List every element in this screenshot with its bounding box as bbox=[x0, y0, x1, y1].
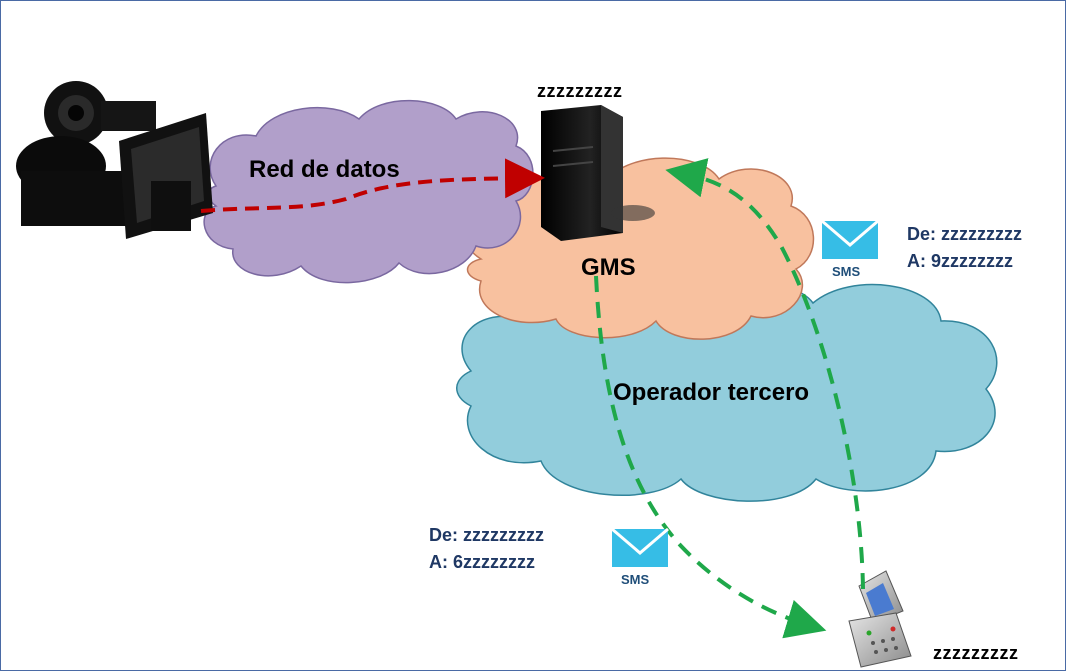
computer-monitor-icon bbox=[119, 113, 213, 239]
cloud-label-data-network: Red de datos bbox=[249, 156, 400, 183]
cloud-label-third-party-operator: Operador tercero bbox=[613, 379, 810, 406]
mobile-phone-icon bbox=[848, 570, 912, 668]
sms-from-label: De: zzzzzzzzz bbox=[907, 224, 1023, 244]
sms-to-phone-route: De: zzzzzzzzz A: 6zzzzzzzz bbox=[429, 522, 544, 576]
cloud-data-network bbox=[203, 99, 534, 284]
data-path-user-to-server bbox=[200, 158, 545, 213]
phone-caption: zzzzzzzzz bbox=[933, 643, 1019, 663]
server-caption: zzzzzzzzz bbox=[537, 81, 623, 101]
sms-envelope-icon bbox=[821, 219, 879, 259]
sms-to-label: A: 9zzzzzzzz bbox=[907, 251, 1014, 271]
sms-from-phone-route: De: zzzzzzzzz A: 9zzzzzzzz bbox=[907, 221, 1022, 275]
sms-envelope-icon bbox=[611, 527, 669, 567]
server-icon bbox=[541, 105, 655, 241]
user-webcam-icon bbox=[16, 81, 156, 226]
sms-icon-label: SMS bbox=[621, 572, 650, 587]
cloud-label-gms: GMS bbox=[581, 254, 636, 281]
sms-from-label: De: zzzzzzzzz bbox=[429, 525, 545, 545]
sms-path-phone-to-server bbox=[665, 158, 865, 590]
sms-to-label: A: 6zzzzzzzz bbox=[429, 552, 536, 572]
sms-icon-label: SMS bbox=[832, 264, 861, 279]
